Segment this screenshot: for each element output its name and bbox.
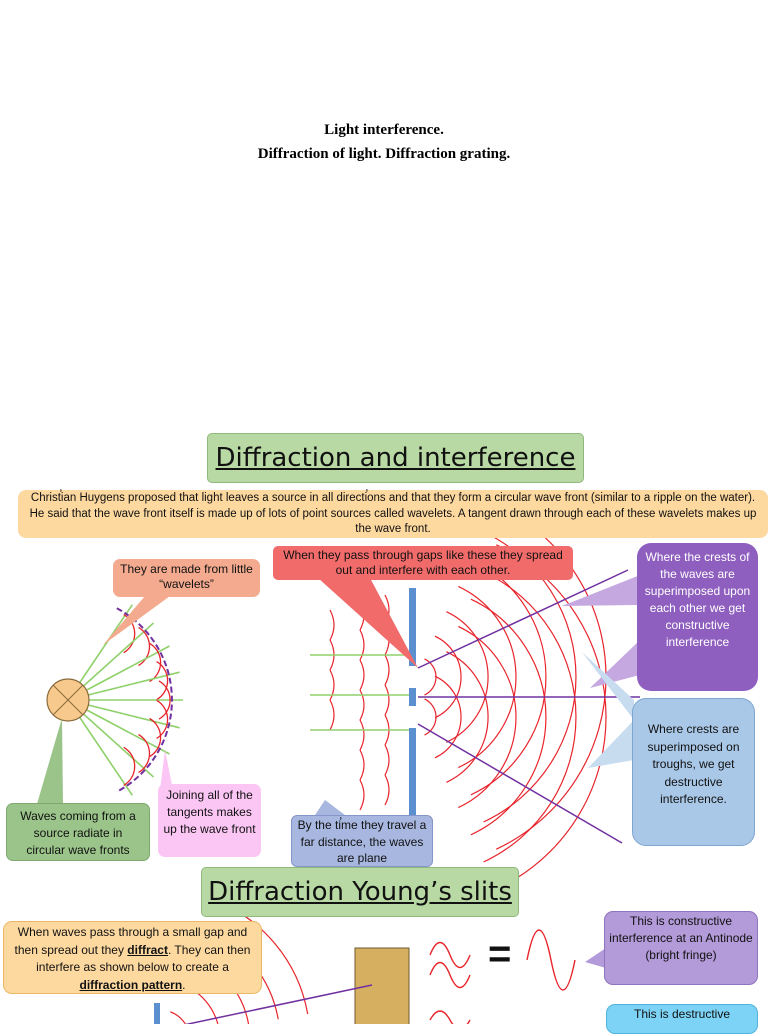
- diffracted-wave: [470, 558, 547, 796]
- slide-title-diffraction: Diffraction and interference: [207, 433, 584, 483]
- callout-tangents: Joining all of the tangents makes up the…: [158, 784, 261, 857]
- callout-destructive: Where crests are superimposed on troughs…: [632, 698, 755, 846]
- diffracted-wave: [424, 698, 437, 736]
- intro-part-a: When waves pass through a small gap and …: [14, 925, 248, 957]
- max-ray-lower: [417, 723, 623, 844]
- diffracted-wave: [458, 585, 517, 769]
- slide-title-youngs-slits: Diffraction Young’s slits: [201, 867, 519, 917]
- plane-wave-arc: [329, 669, 335, 701]
- callout-pointers: [37, 575, 640, 968]
- plane-wave-arc: [384, 774, 390, 806]
- double-slit-diagram: [310, 504, 640, 890]
- wavelet-arc: [156, 661, 169, 701]
- pointer-antinode: [585, 948, 606, 968]
- wavelet-arc: [149, 717, 162, 758]
- document-title-line1: Light interference.: [324, 122, 444, 138]
- diffracted-wave: [470, 598, 547, 836]
- plane-wave-arc: [359, 689, 365, 721]
- callout-node: This is destructive: [606, 1004, 758, 1034]
- callout-wavelets: They are made from little “wavelets”: [113, 559, 260, 597]
- intro-diffract: diffract: [127, 942, 168, 957]
- pointer-destructive-b: [582, 652, 634, 720]
- diffracted-wave: [496, 544, 607, 890]
- pointer-plane: [315, 800, 345, 815]
- wavelet-arc: [158, 680, 171, 720]
- callout-plane-waves: By the ti̕me they travel a far distance,…: [291, 815, 433, 867]
- intro-diffraction-pattern: diffraction pattern: [79, 977, 183, 992]
- barrier-bottom: [409, 728, 416, 836]
- young-ray: [184, 984, 373, 1024]
- pointer-constructive-b: [590, 640, 640, 688]
- plane-wave-arc: [384, 744, 390, 776]
- document-title-line2: Diffraction of light. Diffraction gratin…: [257, 146, 511, 162]
- huygens-intro-text: Christ̕ian Huygens proposed that light l…: [18, 490, 768, 538]
- diffracted-wave: [458, 625, 517, 809]
- huygens-diagram: [46, 604, 183, 796]
- wave-front-dashed: [116, 607, 173, 793]
- intro-part-e: .: [182, 977, 186, 992]
- plane-wave-arc: [384, 654, 390, 686]
- screen-block: [354, 947, 410, 1024]
- diffracted-wave: [446, 611, 489, 743]
- pointer-constructive-a: [562, 575, 640, 606]
- barrier-top: [409, 588, 416, 666]
- callout-source: Waves coming from a source radiate in ci…: [6, 803, 150, 861]
- max-ray-upper: [417, 569, 629, 669]
- pointer-gaps: [318, 578, 418, 668]
- wave-symbol-2: [429, 961, 471, 989]
- plane-wave-arc: [329, 699, 335, 731]
- plane-wave-arc: [359, 719, 365, 751]
- diffracted-wave: [434, 635, 462, 719]
- callout-constructive: Where the crests of the waves are superi…: [637, 543, 758, 691]
- pointer-destructive-a: [588, 720, 634, 768]
- slit-barrier: [154, 1003, 160, 1024]
- wave-symbol-3: [429, 1010, 471, 1024]
- equals-sign: =: [488, 932, 512, 976]
- plane-wave-arc: [359, 749, 365, 781]
- intro-part-c: . They can then interfere as shown below…: [36, 942, 251, 975]
- callout-antinode: This is constructive interference at an …: [604, 911, 758, 985]
- plane-wave-arc: [359, 629, 365, 661]
- source-cross: [52, 684, 84, 716]
- diffracted-wave: [446, 651, 489, 783]
- wavelet-arc: [138, 626, 151, 667]
- youngs-intro-text: When waves pass through a small gap and …: [3, 921, 262, 994]
- wavelet-arc: [138, 733, 151, 774]
- resultant-wave: [526, 929, 576, 991]
- diffracted-wave: [434, 675, 462, 759]
- callout-gaps: When they pass through gaps like these t…: [273, 546, 573, 580]
- pointer-wavelets: [103, 596, 170, 645]
- young-wave: [170, 1011, 186, 1024]
- wave-symbol-1: [429, 941, 471, 969]
- plane-wave-arc: [359, 659, 365, 691]
- pointer-source: [37, 718, 63, 804]
- plane-wave-arc: [329, 609, 335, 641]
- barrier-middle: [409, 688, 416, 706]
- plane-wave-arc: [359, 779, 365, 811]
- wavelet-arc: [123, 746, 136, 786]
- plane-wave-arc: [384, 684, 390, 716]
